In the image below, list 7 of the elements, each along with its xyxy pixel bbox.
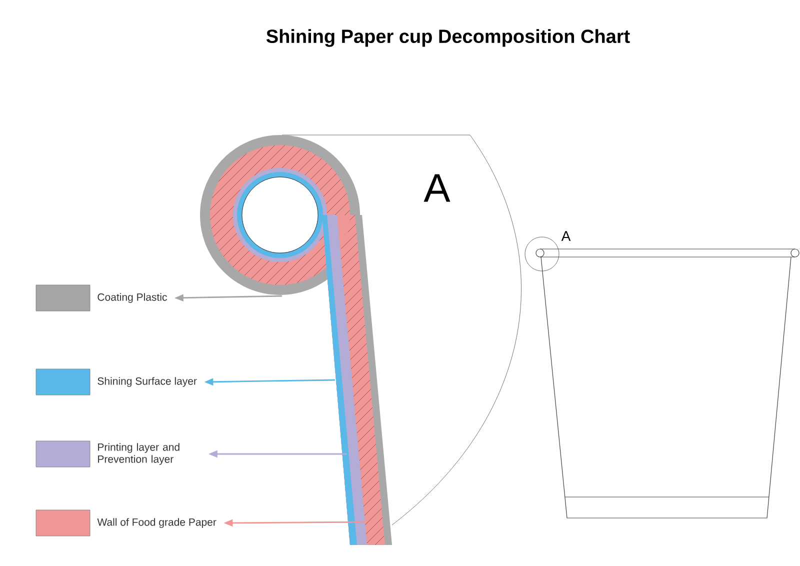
- layer-label: Wall of Food grade Paper: [97, 518, 216, 528]
- detail-letter: A: [424, 174, 450, 202]
- title: Shining Paper cup Decomposition Chart: [266, 29, 630, 47]
- layer-label: Coating Plastic: [98, 293, 167, 303]
- detail-letter: A: [561, 231, 571, 241]
- layer-label: Printing layer and Prevention layer: [98, 443, 180, 465]
- layer-label: Shining Surface layer: [98, 377, 197, 387]
